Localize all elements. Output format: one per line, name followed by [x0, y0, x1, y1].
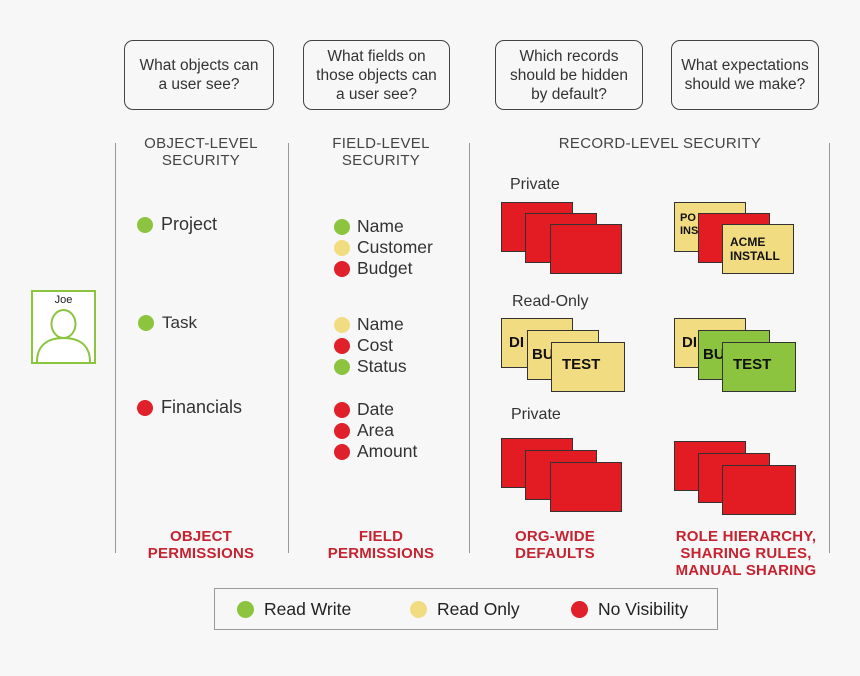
- object-label: Task: [162, 313, 197, 332]
- read-write-dot: [137, 216, 153, 233]
- record-card-text: DI: [682, 334, 697, 351]
- field-item: Name: [334, 216, 433, 237]
- no-visibility-dot: [334, 401, 350, 418]
- divider-2: [288, 143, 289, 553]
- footer-role-hierarchy: ROLE HIERARCHY, SHARING RULES, MANUAL SH…: [675, 528, 817, 579]
- footer-field-permissions: FIELD PERMISSIONS: [327, 528, 435, 562]
- no-visibility-dot: [571, 600, 588, 618]
- legend-label: Read Write: [264, 598, 352, 619]
- field-label: Customer: [357, 237, 433, 257]
- person-icon: [36, 309, 91, 362]
- field-label: Area: [357, 420, 394, 440]
- record-card: TEST: [722, 342, 796, 392]
- record-card-text: TEST: [733, 356, 772, 373]
- record-row-label-1: Private: [510, 176, 560, 193]
- read-write-dot: [334, 358, 350, 375]
- field-label: Amount: [357, 441, 418, 461]
- no-visibility-dot: [334, 443, 350, 460]
- read-write-dot: [237, 600, 254, 618]
- legend-label: No Visibility: [598, 598, 689, 619]
- field-label: Budget: [357, 258, 413, 278]
- field-group-project: Name Customer Budget: [334, 216, 433, 279]
- record-card: TEST: [551, 342, 625, 392]
- record-card: [550, 224, 622, 274]
- heading-object-level: OBJECT-LEVEL SECURITY: [144, 135, 258, 169]
- record-card-text: PO INS: [680, 212, 699, 237]
- question-fields: What fields on those objects can a user …: [303, 40, 450, 110]
- field-item: Name: [334, 314, 407, 335]
- field-item: Amount: [334, 441, 417, 462]
- field-item: Cost: [334, 335, 407, 356]
- record-card: ACME INSTALL: [722, 224, 794, 274]
- field-label: Status: [357, 356, 407, 376]
- divider-4: [829, 143, 830, 553]
- no-visibility-dot: [334, 337, 350, 354]
- record-card-text: BU: [703, 346, 725, 363]
- record-row-label-2: Read-Only: [512, 293, 589, 310]
- field-group-financials: Date Area Amount: [334, 399, 417, 462]
- field-item: Date: [334, 399, 417, 420]
- no-visibility-dot: [137, 399, 153, 416]
- divider-3: [469, 143, 470, 553]
- field-label: Name: [357, 314, 404, 334]
- field-item: Status: [334, 356, 407, 377]
- field-label: Cost: [357, 335, 393, 355]
- read-only-dot: [410, 600, 427, 618]
- record-card-text: DI: [509, 334, 524, 351]
- field-item: Customer: [334, 237, 433, 258]
- legend: Read Write Read Only No Visibility: [214, 588, 718, 630]
- legend-item-no-visibility: No Visibility: [571, 599, 688, 620]
- object-item-project: Project: [137, 214, 217, 235]
- object-label: Project: [161, 214, 218, 234]
- read-only-dot: [334, 239, 350, 256]
- object-item-task: Task: [138, 313, 197, 333]
- object-label: Financials: [161, 397, 243, 417]
- record-row-label-3: Private: [511, 406, 561, 423]
- field-item: Budget: [334, 258, 433, 279]
- object-item-financials: Financials: [137, 397, 242, 418]
- footer-org-wide-defaults: ORG-WIDE DEFAULTS: [515, 528, 595, 562]
- field-label: Name: [357, 216, 404, 236]
- record-card: [722, 465, 796, 515]
- record-card: [550, 462, 622, 512]
- user-avatar: Joe: [31, 290, 96, 364]
- legend-item-read-write: Read Write: [237, 599, 351, 620]
- heading-record-level: RECORD-LEVEL SECURITY: [558, 135, 762, 152]
- question-expectations: What expectations should we make?: [671, 40, 819, 110]
- no-visibility-dot: [334, 260, 350, 277]
- read-only-dot: [334, 316, 350, 333]
- record-card-text: ACME INSTALL: [730, 235, 780, 263]
- field-group-task: Name Cost Status: [334, 314, 407, 377]
- no-visibility-dot: [334, 422, 350, 439]
- record-card-text: BU: [532, 346, 554, 363]
- field-item: Area: [334, 420, 417, 441]
- legend-item-read-only: Read Only: [410, 599, 520, 620]
- question-records: Which records should be hidden by defaul…: [495, 40, 643, 110]
- question-objects: What objects can a user see?: [124, 40, 274, 110]
- field-label: Date: [357, 399, 394, 419]
- footer-object-permissions: OBJECT PERMISSIONS: [147, 528, 255, 562]
- read-write-dot: [138, 315, 154, 331]
- legend-label: Read Only: [437, 598, 520, 619]
- user-name: Joe: [54, 294, 73, 306]
- heading-field-level: FIELD-LEVEL SECURITY: [332, 135, 430, 169]
- divider-1: [115, 143, 116, 553]
- read-write-dot: [334, 218, 350, 235]
- record-card-text: TEST: [562, 356, 601, 373]
